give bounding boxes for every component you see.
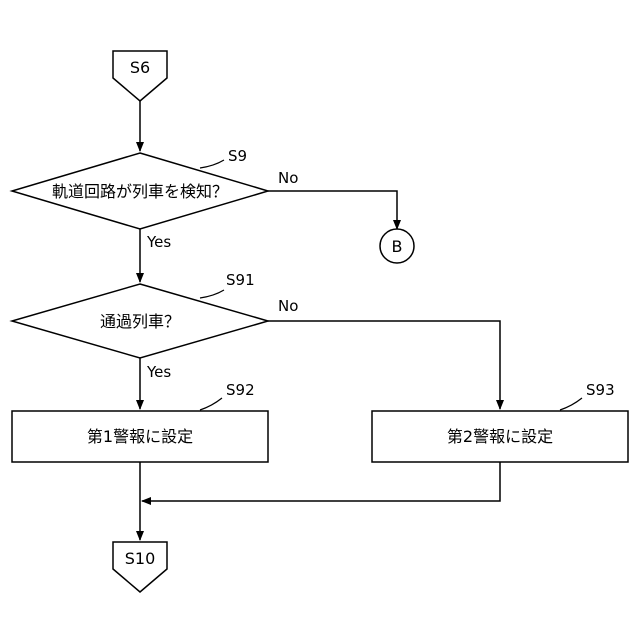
edge-detect-no bbox=[268, 191, 397, 229]
process-alarm2-text: 第2警報に設定 bbox=[447, 427, 553, 446]
leader-passing-step bbox=[200, 290, 224, 298]
process-alarm2: 第2警報に設定 bbox=[372, 411, 628, 462]
decision-passing-step: S91 bbox=[226, 271, 255, 289]
decision-passing-text: 通過列車？ bbox=[100, 312, 180, 331]
edge-passing-no bbox=[268, 321, 500, 409]
leader-alarm1-step bbox=[200, 398, 222, 410]
leader-alarm2-step bbox=[560, 398, 582, 410]
decision-detect-text: 軌道回路が列車を検知？ bbox=[52, 182, 228, 201]
passing-yes-label: Yes bbox=[146, 363, 171, 381]
detect-yes-label: Yes bbox=[146, 233, 171, 251]
decision-passing: 通過列車？ bbox=[12, 284, 268, 358]
decision-detect-step: S9 bbox=[228, 147, 247, 165]
passing-no-label: No bbox=[278, 297, 298, 315]
offpage-connector-label: B bbox=[392, 237, 403, 256]
offpage-connector-b: B bbox=[380, 229, 414, 263]
start-connector-label: S6 bbox=[130, 58, 150, 77]
edge-alarm2-to-merge bbox=[142, 462, 500, 501]
end-connector-label: S10 bbox=[125, 549, 156, 568]
detect-no-label: No bbox=[278, 169, 298, 187]
leader-detect-step bbox=[200, 160, 224, 168]
start-connector: S6 bbox=[113, 51, 167, 101]
end-connector: S10 bbox=[113, 542, 167, 592]
process-alarm2-step: S93 bbox=[586, 381, 615, 399]
process-alarm1-step: S92 bbox=[226, 381, 255, 399]
process-alarm1: 第1警報に設定 bbox=[12, 411, 268, 462]
process-alarm1-text: 第1警報に設定 bbox=[87, 427, 193, 446]
